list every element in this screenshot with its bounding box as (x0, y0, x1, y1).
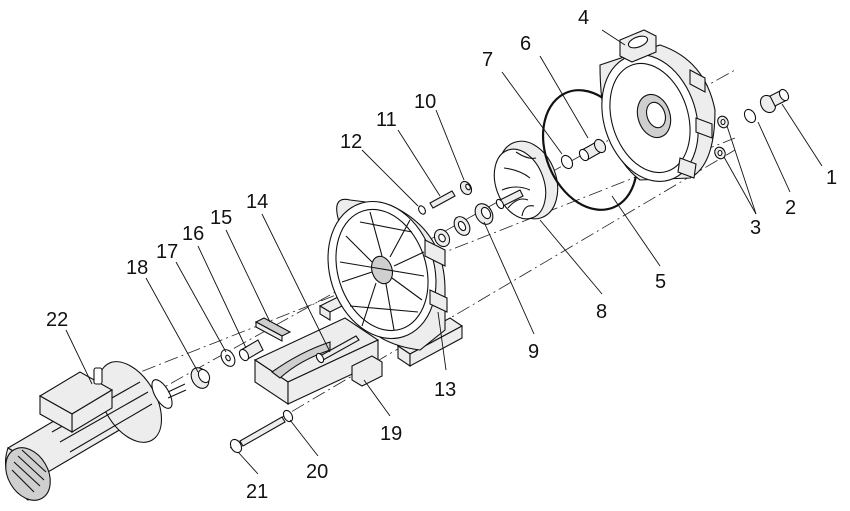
part-19-support-bracket (253, 317, 383, 406)
part-14-screw (315, 335, 360, 364)
callout-18: 18 (126, 257, 148, 279)
leader-lines (65, 29, 823, 475)
callout-10: 10 (414, 91, 436, 113)
motor-fan-grille (5, 447, 51, 501)
callout-11: 11 (376, 109, 397, 131)
callout-16: 16 (182, 223, 204, 245)
part-2-oring (743, 108, 757, 124)
callout-5: 5 (655, 271, 666, 293)
part-17-washer (220, 349, 236, 367)
callout-20: 20 (306, 461, 328, 483)
callout-22: 22 (46, 309, 68, 331)
callout-17: 17 (156, 241, 178, 263)
part-13-pump-bracket (318, 198, 464, 368)
callout-4: 4 (578, 7, 589, 29)
part-3-nuts (714, 115, 729, 160)
callout-labels: 1 2 3 4 5 6 7 8 9 10 11 12 13 14 15 16 1… (46, 7, 837, 503)
callout-6: 6 (520, 33, 531, 55)
part-1-plug (759, 88, 790, 114)
lower-bolt-axis (229, 149, 736, 449)
callout-3: 3 (750, 217, 761, 239)
part-21-long-bolt (229, 416, 286, 454)
callout-9: 9 (528, 341, 539, 363)
callout-7: 7 (482, 49, 493, 71)
part-6-seal (578, 138, 607, 162)
callout-14: 14 (246, 191, 268, 213)
part-7-oring (560, 154, 574, 170)
motor-cable-gland (93, 367, 103, 385)
part-11-screw (429, 190, 456, 209)
part-9-seal-rings (433, 203, 494, 248)
callout-8: 8 (596, 301, 607, 323)
callout-21: 21 (246, 481, 268, 503)
callout-1: 1 (826, 167, 837, 189)
part-16-sleeve (238, 339, 264, 362)
part-10-nut (459, 180, 473, 196)
callout-2: 2 (785, 197, 796, 219)
motor-shaft (167, 383, 186, 393)
part-8-impeller (493, 140, 559, 220)
part-12-washer (418, 205, 426, 215)
callout-13: 13 (434, 379, 456, 401)
bracket-clamp (351, 355, 383, 387)
callout-19: 19 (380, 423, 402, 445)
part-22-motor (4, 361, 187, 501)
part-4-casing (599, 29, 716, 182)
bracket-ribs (341, 211, 425, 331)
callout-12: 12 (340, 131, 362, 153)
impeller-vanes (501, 151, 537, 217)
part-18-bearing (190, 367, 211, 389)
callout-15: 15 (210, 207, 232, 229)
part-15-key (254, 317, 292, 342)
